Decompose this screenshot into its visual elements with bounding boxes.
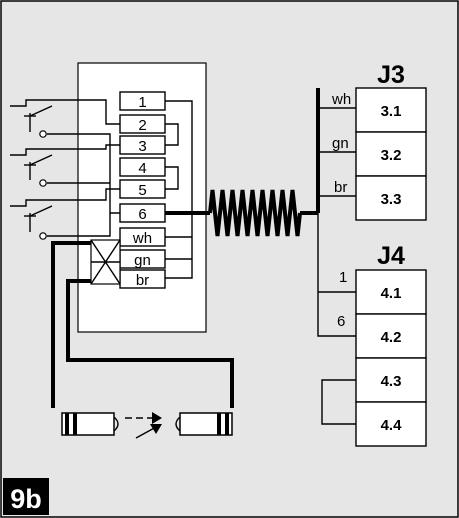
pin-label: 3.1: [381, 103, 402, 120]
normally-open-switch-icon: [10, 99, 120, 240]
figure-label-badge: 9b: [3, 478, 49, 515]
terminal-1: 1: [119, 91, 166, 111]
j3-wiring: wh gn br: [316, 88, 356, 213]
pin-4-2: [355, 313, 427, 359]
sensor-cable: [51, 241, 234, 408]
terminal-label: 5: [138, 182, 146, 199]
pin-3-2: [355, 131, 427, 177]
terminal-gn: gn: [119, 249, 166, 269]
terminal-label: gn: [134, 252, 151, 269]
pin-label: 3.2: [381, 147, 402, 164]
pin-label: 3.3: [381, 191, 402, 208]
wire-crossing-box: [90, 239, 121, 285]
j3-title: J3: [377, 61, 405, 89]
j3-wire-label: wh: [331, 91, 351, 108]
j3-wire-label: gn: [332, 135, 349, 152]
pin-label: 4.3: [381, 373, 402, 390]
j3-wire-label: br: [334, 179, 347, 196]
terminal-br: br: [119, 269, 166, 289]
coiled-cable-icon: [165, 189, 318, 237]
figure-label: 9b: [10, 484, 42, 514]
terminal-bus-wires: [165, 100, 193, 279]
terminal-6: 6: [119, 203, 166, 223]
terminal-4: 4: [119, 157, 166, 177]
j4-connector: J4 4.1 4.2 4.3 4.4: [355, 242, 427, 447]
terminal-wh: wh: [119, 227, 166, 247]
pin-4-4: [355, 401, 427, 447]
j4-wiring: 1 6: [317, 213, 356, 425]
pin-label: 4.1: [381, 285, 402, 302]
j3-connector: J3 3.1 3.2 3.3: [355, 61, 427, 221]
terminal-label: wh: [132, 230, 152, 247]
terminal-label: 2: [138, 117, 146, 134]
optical-sensor-pair-icon: [61, 412, 233, 439]
j4-title: J4: [377, 242, 405, 270]
terminal-label: 1: [138, 94, 146, 111]
terminal-label: 4: [138, 160, 146, 177]
pin-4-1: [355, 269, 427, 315]
terminal-5: 5: [119, 179, 166, 199]
pin-label: 4.4: [381, 417, 403, 434]
pin-3-3: [355, 175, 427, 221]
terminal-2: 2: [119, 114, 166, 134]
j4-wire-label: 6: [337, 313, 345, 330]
pin-label: 4.2: [381, 329, 402, 346]
j4-wire-label: 1: [339, 269, 347, 286]
terminal-label: 6: [138, 206, 146, 223]
terminal-label: 3: [138, 138, 146, 155]
terminal-label: br: [136, 272, 149, 289]
terminal-3: 3: [119, 135, 166, 155]
